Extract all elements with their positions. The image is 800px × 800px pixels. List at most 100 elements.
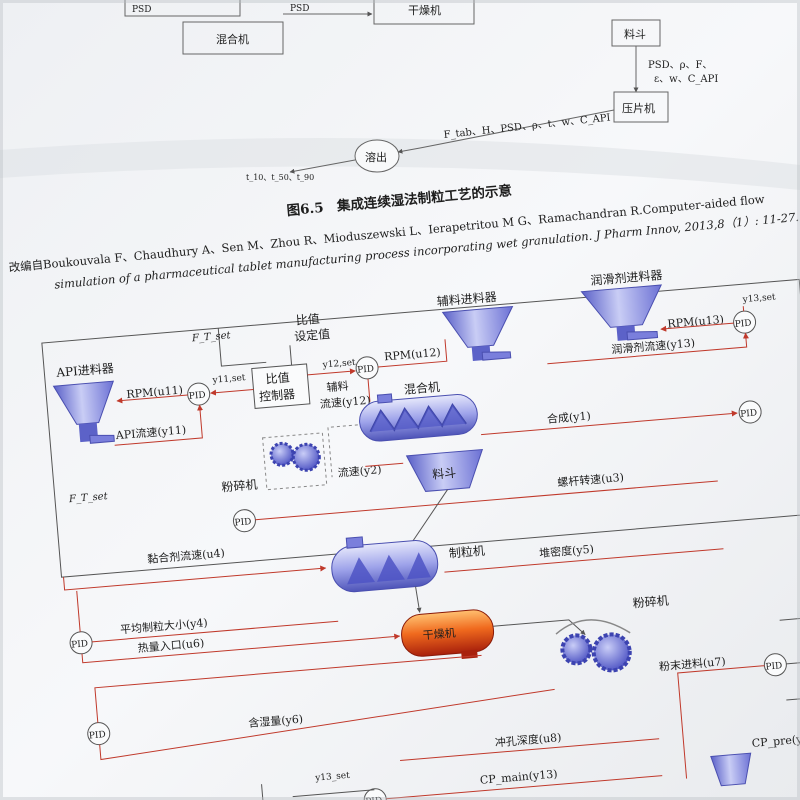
ratio-to-pid-api (210, 388, 254, 396)
excipient-feeder-hopper (441, 305, 514, 348)
mill-2-label: 粉碎机 (632, 593, 669, 611)
ratio-controller-line2: 控制器 (259, 387, 296, 404)
dryer-box-top (373, 0, 475, 25)
granulator-label: 制粒机 (448, 543, 485, 561)
tablet-press-box (613, 91, 669, 123)
left-bottom-line (261, 784, 375, 800)
tablet-press-label: 压片机 (622, 101, 655, 115)
svg-text:PID: PID (188, 391, 206, 402)
y13-set-label: y13,set (741, 292, 776, 305)
api-feeder-label: API进料器 (55, 361, 114, 380)
mill-1-label: 粉碎机 (221, 477, 258, 495)
ratio-setpoint-arrow (289, 345, 293, 366)
outer-frame (41, 278, 800, 578)
press-vars-line1: PSD、ρ、F、 (648, 60, 712, 71)
ratio-controller (251, 363, 311, 409)
pid-api-to-feeder (116, 394, 188, 404)
excipient-feeder-screw (481, 351, 512, 361)
screw-speed-line (255, 480, 718, 521)
press-vars-line2: ε、w、C_API (654, 74, 718, 85)
flow-y2-line (365, 462, 404, 467)
granulator-inlet (345, 536, 364, 549)
cp-main-line (386, 775, 663, 800)
ratio-setpoint-line2: 设定值 (294, 326, 331, 344)
heat-inlet-label: 热量入口(u6) (137, 637, 205, 656)
top-setpoint-line (217, 328, 267, 367)
pid-lubricant-to-feeder (660, 322, 734, 332)
excipient-flow-line2: 流速(y12) (319, 393, 371, 411)
pid-excipient-to-feeder (378, 339, 448, 368)
dryer-foot (461, 649, 478, 659)
api-feeder-screw (89, 434, 115, 444)
screw-speed-label: 螺杆转速(u3) (557, 470, 625, 490)
ft-set-top-label: F_T_set (191, 330, 232, 344)
powder-feed-label: 粉末进料(u7) (659, 654, 727, 674)
svg-text:PID: PID (357, 364, 375, 375)
punch-depth-label: 冲孔深度(u8) (494, 730, 562, 750)
binder-flow-label: 黏合剂流速(u4) (147, 545, 226, 565)
top-partial-box (124, 0, 241, 17)
dryer-to-mill (493, 619, 586, 635)
synthesis-label: 合成(y1) (546, 408, 591, 426)
moisture-label: 含湿量(y6) (248, 712, 304, 731)
ratio-controller-line1: 比值 (265, 369, 290, 386)
cp-pre-label: CP_pre(y (751, 733, 800, 750)
ratio-to-pid-excipient (307, 368, 356, 376)
svg-text:PID: PID (89, 730, 107, 741)
excipient-flow-feedback (367, 378, 371, 402)
svg-text:PID: PID (734, 319, 752, 330)
binder-flow-line (63, 565, 327, 591)
y13-set-bottom-label: y13_set (314, 771, 351, 784)
mixer-inlet (376, 393, 393, 404)
dissolution-label: 溶出 (365, 150, 387, 164)
hopper-box-top-label: 料斗 (624, 27, 646, 41)
pid-granule-up (76, 590, 81, 632)
hopper-shape (405, 448, 484, 492)
dryer-box-top-label: 干燥机 (408, 3, 441, 17)
pid-synthesis: PID (738, 400, 762, 424)
dissolution-node (354, 139, 400, 173)
api-flow-feedback (114, 404, 204, 446)
dryer-cylinder (401, 609, 495, 657)
dryer-label: 干燥机 (422, 625, 456, 642)
svg-text:PID: PID (234, 517, 252, 528)
synthesis-feedback (481, 410, 738, 436)
y11-set-label: y11,set (211, 373, 246, 386)
svg-text:PID: PID (765, 661, 783, 672)
api-feeder-hopper (52, 380, 115, 425)
mill-2-arc (555, 619, 631, 635)
svg-text:PID: PID (365, 796, 383, 800)
granulator-blades (347, 552, 431, 585)
hopper-label: 料斗 (432, 466, 457, 482)
lubricant-feeder-hopper (580, 284, 663, 328)
excipient-feeder-label: 辅料进料器 (436, 290, 497, 309)
mean-granule-line (92, 620, 339, 643)
hopper-to-granulator (406, 489, 448, 550)
powder-feed-line (677, 665, 765, 779)
page-fold-shadow (0, 138, 800, 190)
svg-text:PID: PID (740, 408, 758, 419)
mixer-blade-fill (370, 404, 467, 432)
bulk-density-label: 堆密度(y5) (539, 542, 595, 561)
mixer-to-mill-dashed (327, 424, 358, 478)
svg-text:PID: PID (71, 639, 89, 650)
granulator-to-dryer (415, 586, 422, 613)
rpm-u13-label: RPM(u13) (667, 313, 725, 331)
mixer-label: 混合机 (403, 379, 440, 397)
rpm-u12-label: RPM(u12) (384, 346, 442, 364)
ft-set-left-label: F_T_set (68, 491, 109, 505)
mixer-box-top (182, 21, 284, 55)
ratio-setpoint-line1: 比值 (295, 311, 320, 328)
heat-inlet-line (81, 633, 401, 664)
process-diagram: API进料器 F_T_set F_T_set 比值 控制器 比值 设定值 PID… (41, 267, 800, 800)
api-flow-label: API流速(y11) (114, 422, 186, 442)
press-to-dissolution-line (397, 109, 615, 154)
flow-y2-label: 流速(y2) (337, 462, 382, 480)
psd-label-left: PSD (132, 5, 151, 15)
mill-1-gears (269, 441, 321, 472)
dissolution-output-line (289, 159, 356, 174)
lubricant-flow-feedback (547, 332, 749, 365)
mixer-box-top-label: 混合机 (216, 32, 249, 46)
bulk-density-line (444, 548, 724, 573)
